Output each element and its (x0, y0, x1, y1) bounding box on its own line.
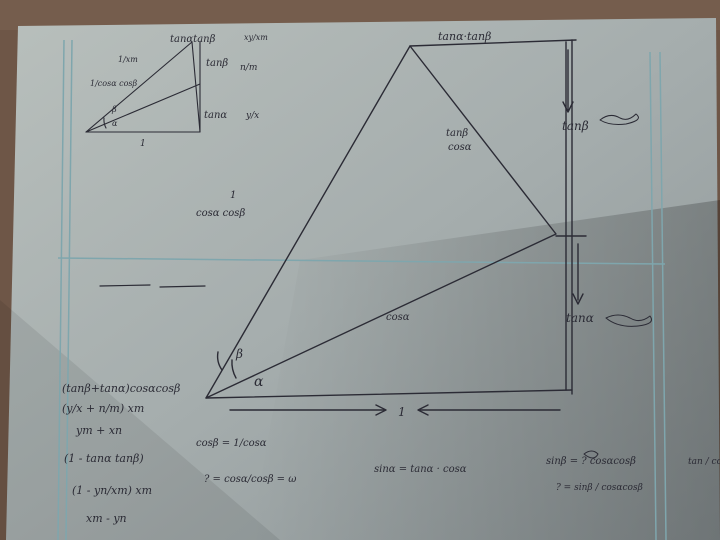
eq-line-1: (tanβ+tanα)cosαcosβ (62, 382, 180, 395)
eq-line-5: (1 - yn/xm) xm (72, 484, 152, 497)
sin-beta-equation: sinβ = ? cosαcosβ (546, 456, 636, 467)
corner-tan-sum: tanαtanβ (170, 34, 216, 45)
corner-one-cos: 1/cosα cosβ (90, 79, 138, 88)
base-one: 1 (398, 405, 406, 419)
corner-frac-n: n/m (240, 63, 257, 73)
cos-equation: cosβ = 1/cosα (196, 438, 267, 449)
corner-frac-xy: xy/xm (244, 33, 268, 42)
eq-line-2: (y/x + n/m) xm (62, 402, 144, 415)
edge-fraction: tan / cos (688, 457, 720, 467)
corner-triangle (85, 41, 201, 133)
corner-tan-beta: tanβ (206, 58, 228, 69)
eq-line-4: (1 - tanα tanβ) (64, 452, 144, 465)
angle-beta: β (235, 347, 243, 361)
main-triangle (205, 39, 587, 416)
eq-line-6: xm - yn (86, 512, 127, 525)
stray-dashes (99, 284, 206, 288)
sin-alpha-equation: sinα = tanα · cosα (374, 464, 467, 475)
cos-equation-2: ? = cosα/cosβ = ω (204, 474, 296, 485)
top-tan-sum: tanα·tanβ (438, 30, 491, 43)
corner-frac-y: y/x (245, 111, 259, 121)
eq-line-3: ym + xn (75, 424, 122, 437)
right-tan-alpha: tanα (566, 311, 594, 325)
hyp-alpha: cosα (386, 312, 410, 323)
margin-lines (57, 39, 667, 540)
center-frac-den: cosα cosβ (196, 208, 245, 219)
center-frac-num: 1 (230, 190, 236, 201)
corner-one-xm: 1/xm (118, 55, 138, 64)
corner-alpha: α (112, 119, 118, 128)
angle-alpha: α (254, 374, 264, 390)
scribbles (583, 113, 652, 459)
right-tan-beta: tanβ (562, 119, 589, 133)
hyp-beta-den: cosα (448, 142, 472, 153)
corner-beta: β (111, 105, 117, 114)
sin-beta-equation-2: ? = sinβ / cosαcosβ (556, 483, 643, 493)
hyp-beta-num: tanβ (446, 128, 468, 139)
handwritten-labels: tanα·tanβ tanαtanβ xy/xm tanβ n/m tanα y… (62, 30, 720, 525)
corner-one: 1 (140, 139, 146, 149)
corner-tan-alpha: tanα (204, 110, 227, 121)
